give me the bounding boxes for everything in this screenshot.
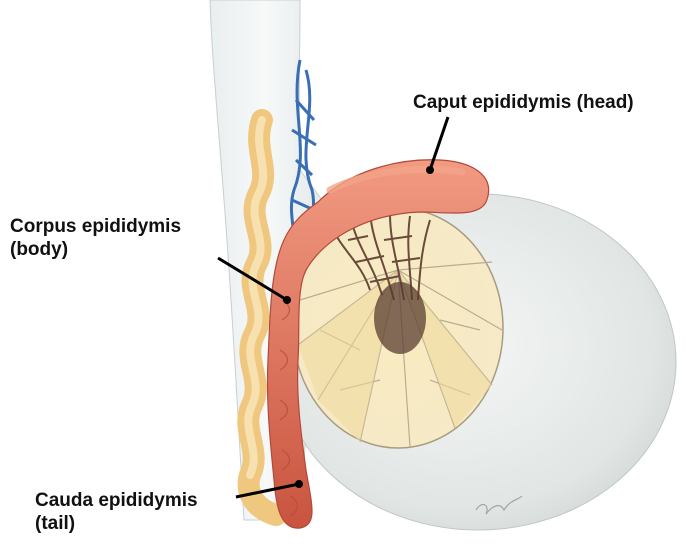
leader-line-corpus bbox=[217, 256, 288, 302]
leader-dot-cauda bbox=[295, 480, 303, 488]
epididymis bbox=[266, 159, 490, 529]
label-corpus-line-2: (body) bbox=[10, 239, 69, 260]
vas-deferens-highlight bbox=[244, 116, 268, 479]
leader-line-cauda bbox=[235, 482, 300, 499]
label-caput-epididymis: Caput epididymis (head) bbox=[413, 91, 634, 114]
epididymis-highlight bbox=[326, 165, 466, 194]
leader-dot-caput bbox=[426, 166, 434, 174]
label-cauda-epididymis: Cauda epididymis (tail) bbox=[35, 489, 198, 535]
label-corpus-epididymis: Corpus epididymis (body) bbox=[10, 215, 181, 261]
label-corpus-line-1: Corpus epididymis bbox=[10, 216, 182, 237]
leader-line-caput bbox=[428, 116, 450, 171]
label-cauda-line-2: (tail) bbox=[35, 513, 76, 534]
leader-lines bbox=[217, 116, 450, 499]
artist-signature bbox=[475, 495, 523, 515]
leader-dot-corpus bbox=[283, 296, 291, 304]
label-cauda-line-1: Cauda epididymis bbox=[35, 490, 198, 511]
leader-dots bbox=[283, 166, 434, 488]
rete-testis bbox=[374, 282, 426, 354]
label-caput-line-1: Caput epididymis (head) bbox=[413, 92, 634, 113]
